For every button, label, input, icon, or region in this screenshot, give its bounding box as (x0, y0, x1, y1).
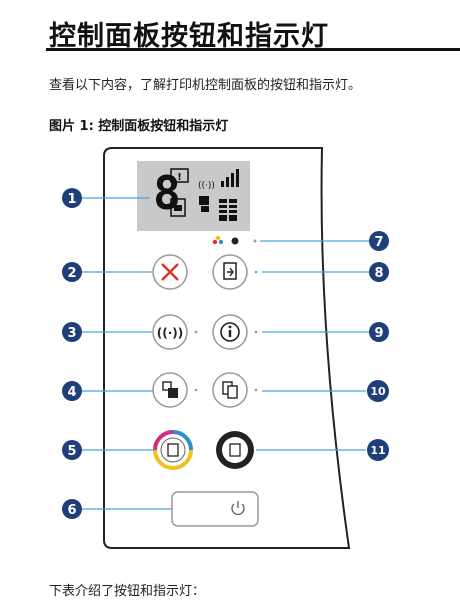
callout-10 (367, 380, 389, 402)
svg-text:1: 1 (67, 192, 76, 207)
ink-light (253, 239, 257, 243)
copy-page-button[interactable] (212, 372, 258, 408)
page-title: 控制面板按钮和指示灯 (49, 21, 329, 52)
svg-text:11: 11 (370, 444, 385, 457)
wifi-direct-button[interactable] (152, 372, 198, 408)
black-copy-button[interactable] (216, 431, 254, 469)
wireless-button[interactable]: ((·)) (152, 314, 198, 350)
alert-indicator-icon: ! (170, 168, 189, 183)
ink-black-icon (231, 237, 239, 245)
ink-color-icon (212, 239, 218, 245)
svg-text:6: 6 (67, 503, 76, 518)
info-icon (220, 322, 240, 342)
document-error-icon (170, 198, 186, 217)
callout-8 (369, 262, 389, 282)
wireless-signal-bars-icon: ((·)) (198, 169, 239, 191)
title-divider (46, 48, 460, 51)
svg-text:5: 5 (67, 444, 76, 459)
wireless-icon: ((·)) (157, 326, 184, 340)
svg-text:((·)): ((·)) (198, 181, 215, 191)
wifi-direct-icon (199, 196, 209, 212)
callout-3 (62, 322, 82, 342)
printer-display: 8 ! ((·)) (137, 161, 250, 231)
footer-text: 下表介绍了按钮和指示灯： (49, 584, 206, 599)
svg-text:7: 7 (374, 235, 383, 250)
callout-1 (62, 188, 82, 208)
callout-2 (62, 262, 82, 282)
power-icon (231, 503, 245, 516)
callout-5 (62, 440, 82, 460)
information-button[interactable] (212, 314, 258, 350)
cancel-button[interactable] (152, 254, 188, 290)
color-copy-icon (167, 443, 179, 457)
svg-text:10: 10 (370, 385, 386, 398)
callout-11 (367, 439, 389, 461)
color-copy-button[interactable] (153, 430, 193, 470)
resume-icon (223, 262, 237, 280)
callout-badges: 1 2 3 4 5 6 7 8 9 10 11 (62, 188, 389, 519)
callout-9 (369, 322, 389, 342)
svg-text:8: 8 (374, 266, 383, 281)
svg-text:2: 2 (67, 266, 76, 281)
wifi-direct-button-icon (162, 381, 172, 391)
power-button[interactable] (171, 491, 259, 527)
callout-4 (62, 381, 82, 401)
black-copy-icon (229, 443, 241, 457)
svg-text:4: 4 (67, 385, 76, 400)
svg-text:!: ! (177, 172, 182, 183)
intro-text: 查看以下内容，了解打印机控制面板的按钮和指示灯。 (49, 78, 362, 93)
callout-lines (82, 197, 370, 510)
resume-button[interactable] (212, 254, 258, 290)
figure-caption: 图片 1: 控制面板按钮和指示灯 (49, 119, 229, 134)
cancel-x-icon (161, 263, 179, 281)
callout-7 (369, 231, 389, 251)
svg-text:9: 9 (374, 326, 383, 341)
ink-level-bars-icon (219, 199, 237, 221)
callout-6 (62, 499, 82, 519)
svg-text:3: 3 (67, 326, 76, 341)
ink-alert-icons (212, 235, 257, 245)
